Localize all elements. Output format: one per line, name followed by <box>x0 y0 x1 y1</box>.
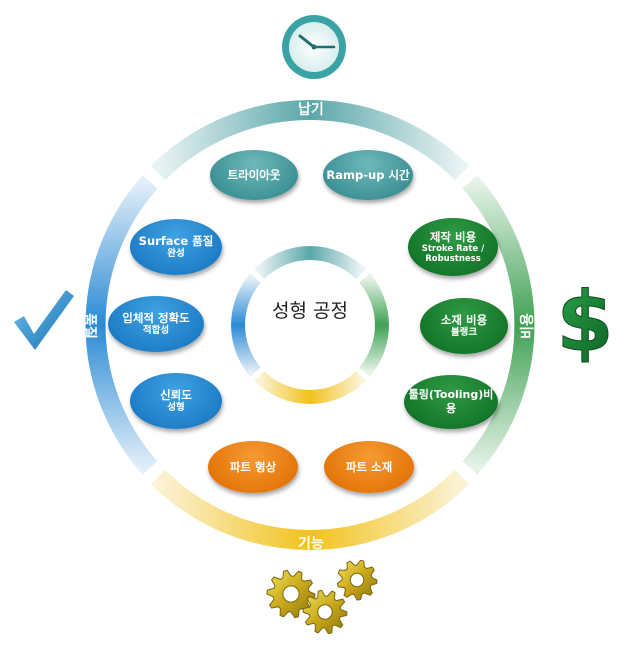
pill-sublabel: Robustness <box>425 254 481 264</box>
pill-sublabel: Stroke Rate / <box>421 244 485 254</box>
ring-label-cost: 비용 <box>519 313 536 339</box>
gear-bottom-hole <box>317 604 333 620</box>
inner-arc-right <box>359 273 389 377</box>
inner-arc-left <box>231 273 261 377</box>
pill-label: 툴링(Tooling)비용 <box>408 388 494 415</box>
pill-label: 파트 형상 <box>229 460 277 474</box>
pill-label: 제작 비용 <box>429 230 477 244</box>
center-label: 성형 공정 <box>272 300 348 322</box>
pill-surface-quality: Surface 품질 완성 <box>130 219 222 275</box>
clock-icon <box>282 15 346 79</box>
dollar-icon: $ <box>556 275 614 371</box>
gear-right-hole <box>349 572 365 588</box>
pill-production-cost: 제작 비용 Stroke Rate / Robustness <box>408 218 498 276</box>
pill-material-cost: 소재 비용 블랭크 <box>420 298 508 354</box>
pill-label: Ramp-up 시간 <box>326 168 410 182</box>
pill-tooling-cost: 툴링(Tooling)비용 <box>404 375 498 429</box>
pill-label: 파트 소재 <box>345 460 393 474</box>
pill-label: 소재 비용 <box>440 313 488 327</box>
pill-part-shape: 파트 형상 <box>208 441 298 493</box>
pill-sublabel: 완성 <box>167 248 185 259</box>
inner-arc-bottom <box>254 370 366 404</box>
outer-ring <box>85 100 535 550</box>
pill-label: 입체적 정확도 <box>122 311 190 325</box>
pill-sublabel: 블랭크 <box>450 327 478 338</box>
pill-sublabel: 적합성 <box>142 325 170 336</box>
ring-label-quality: 품질 <box>80 313 97 339</box>
ring-arc-bottom <box>150 469 470 550</box>
pill-sublabel: 성형 <box>167 402 185 413</box>
inner-arc-top <box>254 246 366 280</box>
checkmark-icon <box>14 290 74 350</box>
ring-label-function: 기능 <box>298 536 324 552</box>
ring-arc-left <box>85 175 158 475</box>
ring-arc-right <box>462 175 535 475</box>
gear-left-hole <box>282 585 300 603</box>
svg-text:$: $ <box>556 275 613 370</box>
pill-tryout: 트라이아웃 <box>210 150 298 200</box>
inner-ring <box>231 246 389 404</box>
pill-label: 트라이아웃 <box>227 168 281 182</box>
ring-arc-top <box>150 100 470 181</box>
gears-icon <box>266 559 378 635</box>
pill-label: Surface 품질 <box>138 234 214 248</box>
pill-dimensional-accuracy: 입체적 정확도 적합성 <box>108 296 204 352</box>
ring-label-delivery: 납기 <box>298 102 324 118</box>
pill-label: 신뢰도 <box>160 388 192 402</box>
pill-part-material: 파트 소재 <box>324 441 414 493</box>
pill-reliability: 신뢰도 성형 <box>130 373 222 429</box>
pill-rampup: Ramp-up 시간 <box>323 150 413 200</box>
